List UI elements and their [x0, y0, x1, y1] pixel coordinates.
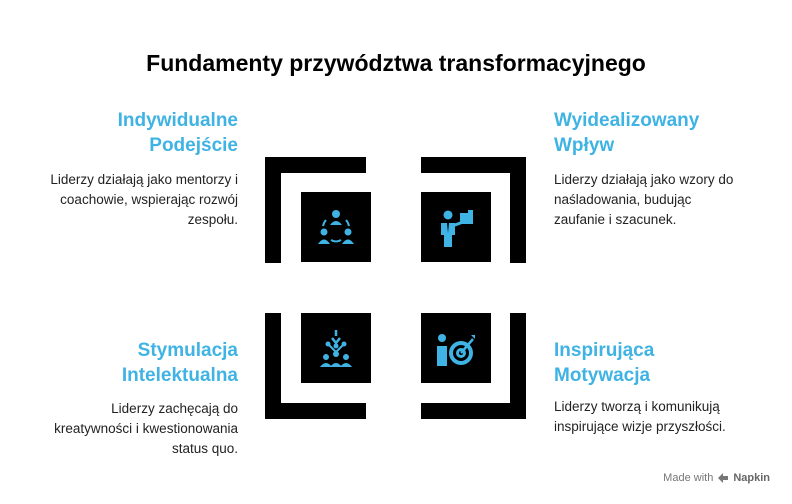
desc-line: zaufanie i szacunek. — [554, 212, 677, 227]
tile-individual — [301, 192, 371, 262]
heading-line: Motywacja — [554, 365, 651, 386]
bracket-bottom-right — [421, 313, 526, 419]
brand-label: Napkin — [733, 472, 770, 484]
heading-line: Inspirująca — [554, 340, 655, 361]
napkin-logo-icon — [718, 473, 729, 483]
bracket-bottom-left — [265, 313, 366, 419]
napkin-watermark: Made with Napkin — [663, 472, 770, 484]
page-title: Fundamenty przywództwa transformacyjnego — [146, 50, 646, 76]
desc-individual: Liderzy działają jako mentorzy i coachow… — [20, 170, 238, 230]
desc-line: Liderzy tworzą i komunikują — [554, 399, 720, 414]
desc-line: kreatywności i kwestionowania — [54, 421, 238, 436]
desc-inspirational: Liderzy tworzą i komunikują inspirujące … — [554, 397, 774, 437]
made-with-label: Made with — [663, 472, 714, 484]
desc-intellectual: Liderzy zachęcają do kreatywności i kwes… — [20, 399, 238, 459]
heading-inspirational: Inspirująca Motywacja — [554, 338, 764, 388]
heading-line: Wpływ — [554, 135, 615, 156]
heading-line: Stymulacja — [137, 340, 238, 361]
heading-individual: Indywidualne Podejście — [60, 108, 238, 158]
desc-line: Liderzy zachęcają do — [111, 401, 238, 416]
target-person-icon — [437, 334, 475, 366]
tile-inspirational — [421, 313, 491, 383]
tile-intellectual — [301, 313, 371, 383]
heading-line: Podejście — [149, 135, 238, 156]
desc-line: Liderzy działają jako mentorzy i — [50, 172, 238, 187]
bracket-top-left — [265, 157, 366, 263]
desc-line: naśladowania, budując — [554, 192, 692, 207]
desc-line: status quo. — [171, 441, 238, 456]
desc-line: inspirujące wizje przyszłości. — [554, 419, 726, 434]
presenter-icon — [441, 210, 473, 247]
heading-line: Wyidealizowany — [554, 110, 700, 131]
heading-line: Intelektualna — [121, 365, 238, 386]
heading-intellectual: Stymulacja Intelektualna — [60, 338, 238, 388]
desc-line: Liderzy działają jako wzory do — [554, 172, 734, 187]
bracket-top-right — [421, 157, 526, 263]
desc-line: coachowie, wspierając rozwój — [60, 192, 238, 207]
desc-idealized: Liderzy działają jako wzory do naśladowa… — [554, 170, 774, 230]
desc-line: zespołu. — [187, 212, 238, 227]
idea-network-icon — [320, 330, 352, 367]
team-circle-icon — [318, 210, 354, 244]
heading-idealized: Wyidealizowany Wpływ — [554, 108, 764, 158]
tile-idealized — [421, 192, 491, 262]
heading-line: Indywidualne — [117, 110, 238, 131]
